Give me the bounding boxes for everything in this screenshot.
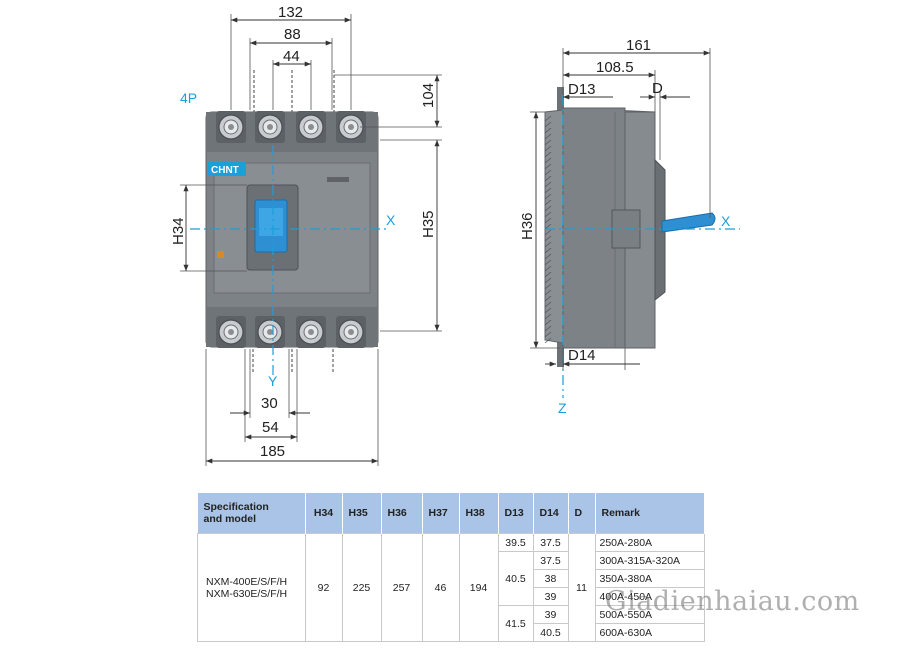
header-h36: H36 [381,493,423,534]
header-spec-line2: and model [203,513,257,525]
dim-185: 185 [260,443,285,460]
dim-30: 30 [261,395,278,412]
watermark: Giadienhaiau.com [605,586,860,617]
side-axis-z-label: Z [558,400,567,416]
dim-88: 88 [284,26,301,43]
dim-h36: H36 [519,212,536,240]
cell-d14: 37.5 [532,551,569,570]
handle-boss [654,158,666,302]
table-row: 41.5 39 500A-550A [198,605,705,642]
front-view: CHNT X Y 132 [170,4,442,466]
cell-d14: 40.5 [532,623,569,642]
dim-54: 54 [262,419,279,436]
header-h38: H38 [459,493,499,534]
dim-161: 161 [626,37,651,54]
cell-d14: 37.5 [532,533,569,552]
cell-h36: 257 [380,533,423,642]
terminal-screw [255,316,285,348]
cell-h38: 194 [458,533,499,642]
dim-44: 44 [283,48,300,65]
dim-h35: H35 [420,210,437,238]
header-d14: D14 [533,493,569,534]
cell-remark: 250A-280A [594,533,705,552]
dim-d: D [652,80,663,97]
bottom-terminals [206,307,378,348]
axis-x-label: X [386,212,396,228]
cell-remark: 300A-315A-320A [594,551,705,570]
dim-104: 104 [420,83,437,108]
cell-d13: 41.5 [497,605,534,642]
model-line1: NXM-400E/S/F/H [206,575,288,588]
header-h35: H35 [342,493,382,534]
terminal-screw [216,111,246,143]
cell-d14: 39 [532,587,569,606]
table-row: 39 400A-450A [198,587,705,606]
axis-y-label: Y [268,373,278,389]
header-h34: H34 [305,493,343,534]
dim-d14: D14 [568,347,596,364]
cell-d14: 39 [532,605,569,624]
cell-d13: 40.5 [497,551,534,606]
header-spec-line1: Specification [203,501,269,513]
side-handle [661,212,716,233]
cell-d13: 39.5 [497,533,534,552]
cell-remark: 400A-450A [594,587,705,606]
cell-h35: 225 [341,533,382,642]
side-view: X Z 161 108.5 D13 D H36 D14 [519,37,740,416]
terminal-screw [296,111,326,143]
dim-h34: H34 [170,217,187,245]
terminal-screw [336,111,366,143]
side-axis-x-label: X [721,213,731,229]
label-4p: 4P [180,90,197,106]
cell-h37: 46 [421,533,460,642]
cell-d14: 38 [532,569,569,588]
cell-h34: 92 [304,533,343,642]
brand-label: CHNT [211,165,239,176]
header-remark: Remark [595,493,705,534]
dim-132: 132 [278,4,303,21]
header-h37: H37 [422,493,460,534]
dim-d13: D13 [568,81,596,98]
cell-d: 11 [567,533,596,642]
cell-remark: 600A-630A [594,623,705,642]
terminal-screw [216,316,246,348]
table-row: 40.5 600A-630A [198,623,705,642]
terminal-screw [336,316,366,348]
table-row: 38 350A-380A [198,569,705,588]
top-terminals [206,111,378,152]
header-d13: D13 [498,493,534,534]
dim-108-5: 108.5 [596,59,634,76]
header-d: D [568,493,596,534]
model-line2: NXM-630E/S/F/H [206,587,288,600]
terminal-screw [255,111,285,143]
terminal-screw [296,316,326,348]
brand-plate [208,162,246,176]
cell-remark: 350A-380A [594,569,705,588]
